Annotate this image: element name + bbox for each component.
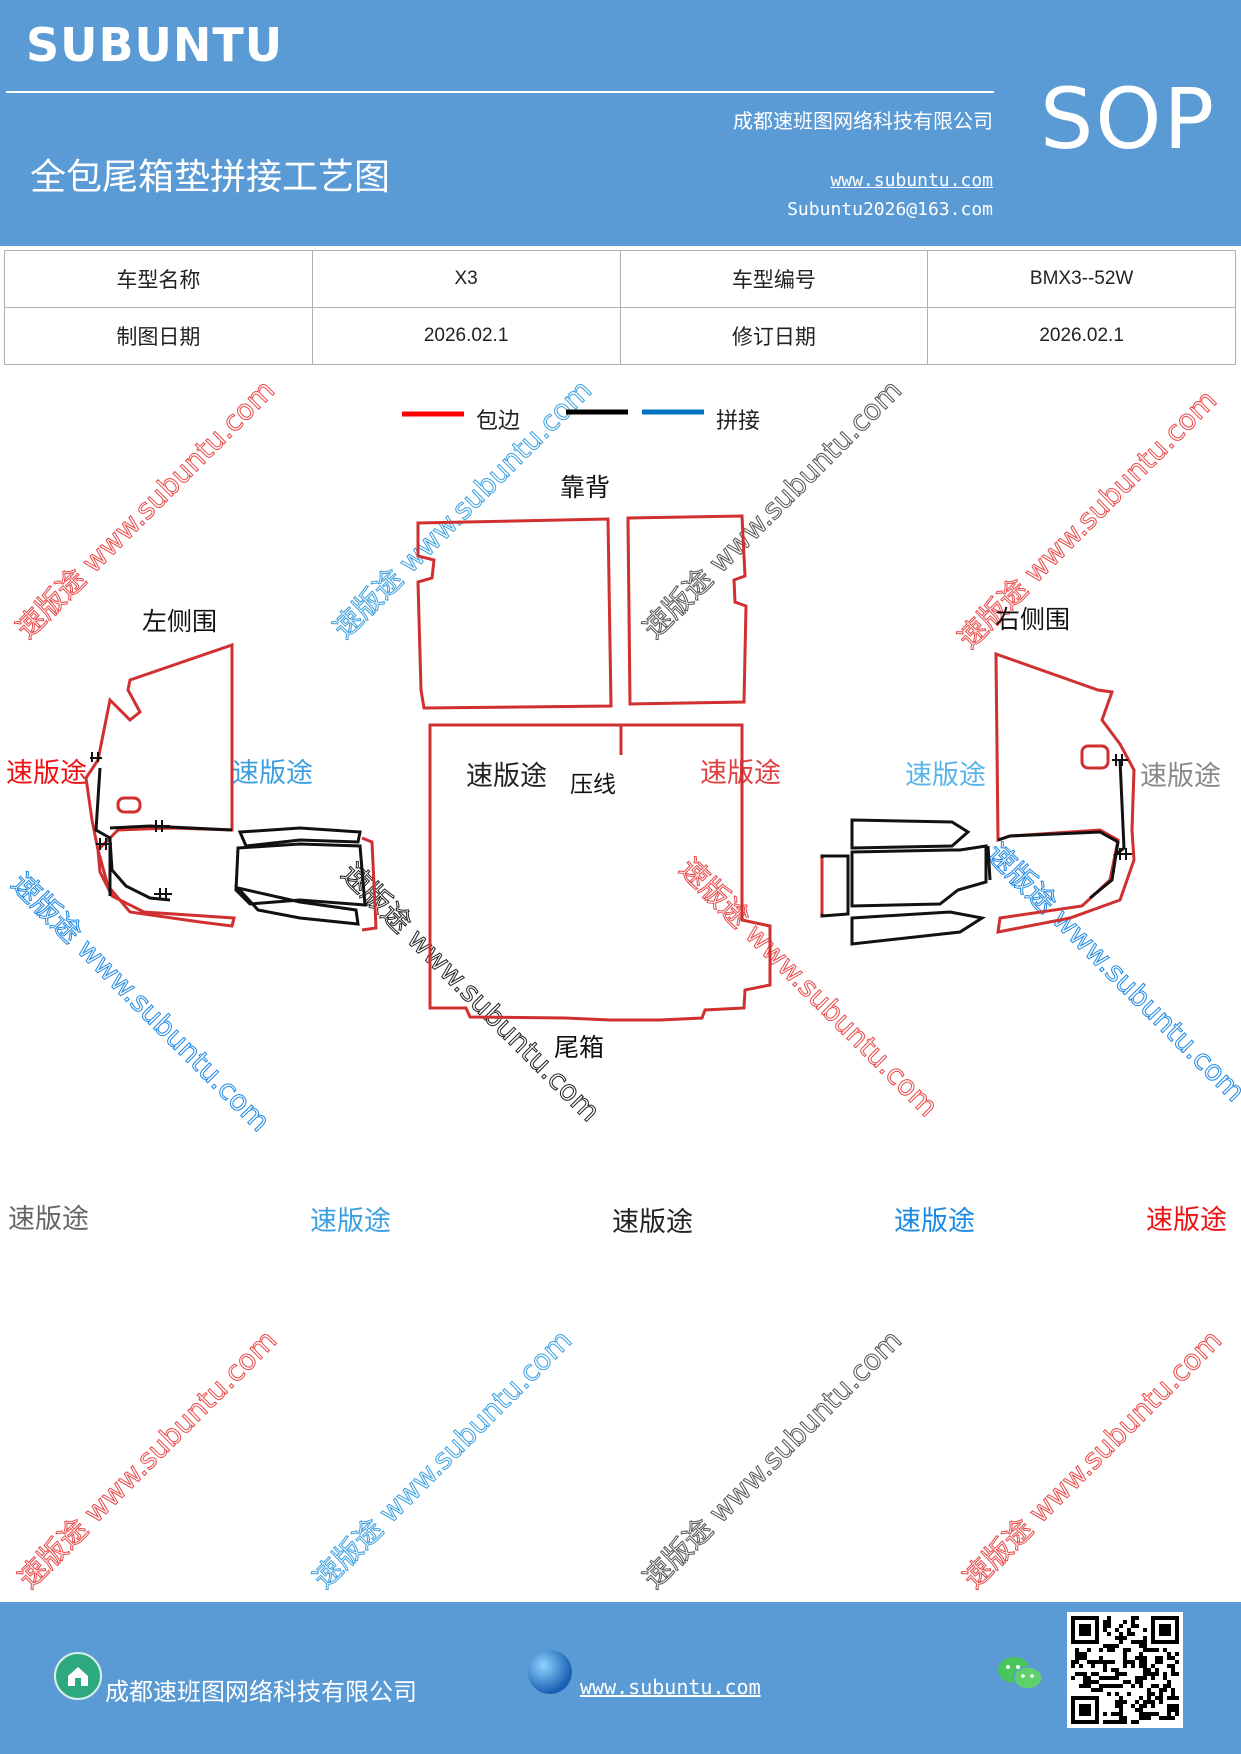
brand-watermark: 速版途 bbox=[894, 1206, 975, 1237]
header-divider bbox=[6, 91, 994, 93]
right-strip-edge-right bbox=[986, 845, 992, 881]
right-strip-left bbox=[820, 854, 850, 918]
backrest-pieces bbox=[416, 514, 748, 710]
left-strip-pieces bbox=[233, 826, 378, 932]
trunk-outline bbox=[428, 723, 772, 1022]
header-company: 成都速班图网络科技有限公司 bbox=[733, 109, 993, 133]
brand-watermark: 速版途 bbox=[8, 1204, 89, 1235]
backrest-left-piece bbox=[416, 517, 613, 710]
left-strip-edge bbox=[361, 836, 378, 932]
right-strip-top bbox=[850, 818, 971, 850]
press-line-label: 压线 bbox=[570, 772, 616, 798]
left-wall-hole bbox=[116, 796, 142, 814]
watermark-text: 速版途 www.subuntu.com bbox=[673, 852, 945, 1124]
home-icon bbox=[54, 1652, 102, 1700]
right-side-label: 右侧围 bbox=[995, 605, 1070, 634]
model-code-label: 车型编号 bbox=[619, 250, 929, 308]
right-wall-black-inner bbox=[997, 830, 1120, 900]
brand-watermark: 速版途 bbox=[612, 1207, 693, 1238]
header-website-link[interactable]: www.subuntu.com bbox=[830, 170, 993, 191]
left-wall-splice bbox=[94, 767, 112, 896]
globe-icon bbox=[528, 1650, 572, 1694]
trunk-piece bbox=[428, 723, 772, 1022]
watermark-text: 速版途 www.subuntu.com bbox=[957, 1323, 1229, 1595]
footer-company: 成都速班图网络科技有限公司 bbox=[105, 1678, 417, 1706]
footer-banner: 成都速班图网络科技有限公司 www.subuntu.com bbox=[0, 1602, 1241, 1754]
left-strip-main bbox=[234, 842, 367, 907]
revision-date-value: 2026.02.1 bbox=[927, 307, 1236, 365]
stitch-marks bbox=[90, 752, 172, 900]
watermark-text: 速版途 www.subuntu.com bbox=[307, 1323, 579, 1595]
brand-watermark: 速版途 bbox=[466, 761, 547, 792]
brand-logo: SUBUNTU bbox=[26, 18, 284, 72]
left-side-wall bbox=[84, 642, 236, 928]
right-strip-main bbox=[850, 844, 988, 908]
brand-watermark: 速版途 bbox=[310, 1206, 391, 1237]
header-banner: SUBUNTU 成都速班图网络科技有限公司 全包尾箱垫拼接工艺图 www.sub… bbox=[0, 0, 1241, 246]
backrest-right-piece bbox=[626, 514, 748, 706]
watermark-text: 速版途 www.subuntu.com bbox=[5, 867, 277, 1139]
watermark-text: 速版途 www.subuntu.com bbox=[12, 1323, 284, 1595]
header-email: Subuntu2026@163.com bbox=[787, 199, 993, 220]
right-strip-pieces bbox=[820, 818, 992, 946]
left-side-label: 左侧围 bbox=[142, 607, 217, 636]
table-row: 制图日期 2026.02.1 修订日期 2026.02.1 bbox=[4, 307, 1236, 365]
right-strip-bottom bbox=[850, 910, 987, 946]
table-row: 车型名称 X3 车型编号 BMX3--52W bbox=[4, 250, 1236, 308]
brand-watermark: 速版途 bbox=[1140, 761, 1221, 792]
right-wall-hole bbox=[1080, 744, 1110, 770]
brand-watermark: 速版途 bbox=[232, 758, 313, 789]
left-wall-lower-inner bbox=[108, 839, 171, 902]
sop-mark: SOP bbox=[1040, 70, 1217, 168]
legend: 包边 拼接 bbox=[402, 409, 760, 434]
brand-watermark: 速版途 bbox=[1146, 1205, 1227, 1236]
legend-blue-label: 拼接 bbox=[716, 409, 760, 434]
backrest-label: 靠背 bbox=[560, 473, 610, 502]
model-name-value: X3 bbox=[311, 250, 621, 308]
model-code-value: BMX3--52W bbox=[927, 250, 1236, 308]
left-strip-bottom bbox=[233, 885, 360, 926]
footer-website-link[interactable]: www.subuntu.com bbox=[580, 1675, 761, 1699]
revision-date-label: 修订日期 bbox=[619, 307, 929, 365]
watermark-text: 速版途 www.subuntu.com bbox=[10, 373, 282, 645]
qr-code bbox=[1067, 1612, 1183, 1728]
model-name-label: 车型名称 bbox=[4, 250, 313, 308]
right-wall-outline bbox=[994, 651, 1136, 934]
draw-date-label: 制图日期 bbox=[4, 307, 313, 365]
wechat-icon bbox=[996, 1654, 1044, 1694]
diagonal-watermarks: 速版途 www.subuntu.com 速版途 www.subuntu.com … bbox=[5, 373, 1241, 1596]
watermark-text: 速版途 www.subuntu.com bbox=[637, 1323, 909, 1595]
brand-watermark: 速版途 bbox=[905, 760, 986, 791]
draw-date-value: 2026.02.1 bbox=[311, 307, 621, 365]
stitch-marks bbox=[1112, 754, 1132, 860]
vehicle-info-table: 车型名称 X3 车型编号 BMX3--52W 制图日期 2026.02.1 修订… bbox=[4, 250, 1236, 365]
brand-watermark: 速版途 bbox=[6, 758, 87, 789]
right-side-wall bbox=[994, 651, 1136, 934]
trunk-label: 尾箱 bbox=[554, 1033, 604, 1062]
document-title: 全包尾箱垫拼接工艺图 bbox=[30, 157, 391, 198]
watermark-text: 速版途 www.subuntu.com bbox=[952, 383, 1224, 655]
legend-red-label: 包边 bbox=[476, 409, 520, 434]
left-wall-outline bbox=[84, 642, 236, 928]
